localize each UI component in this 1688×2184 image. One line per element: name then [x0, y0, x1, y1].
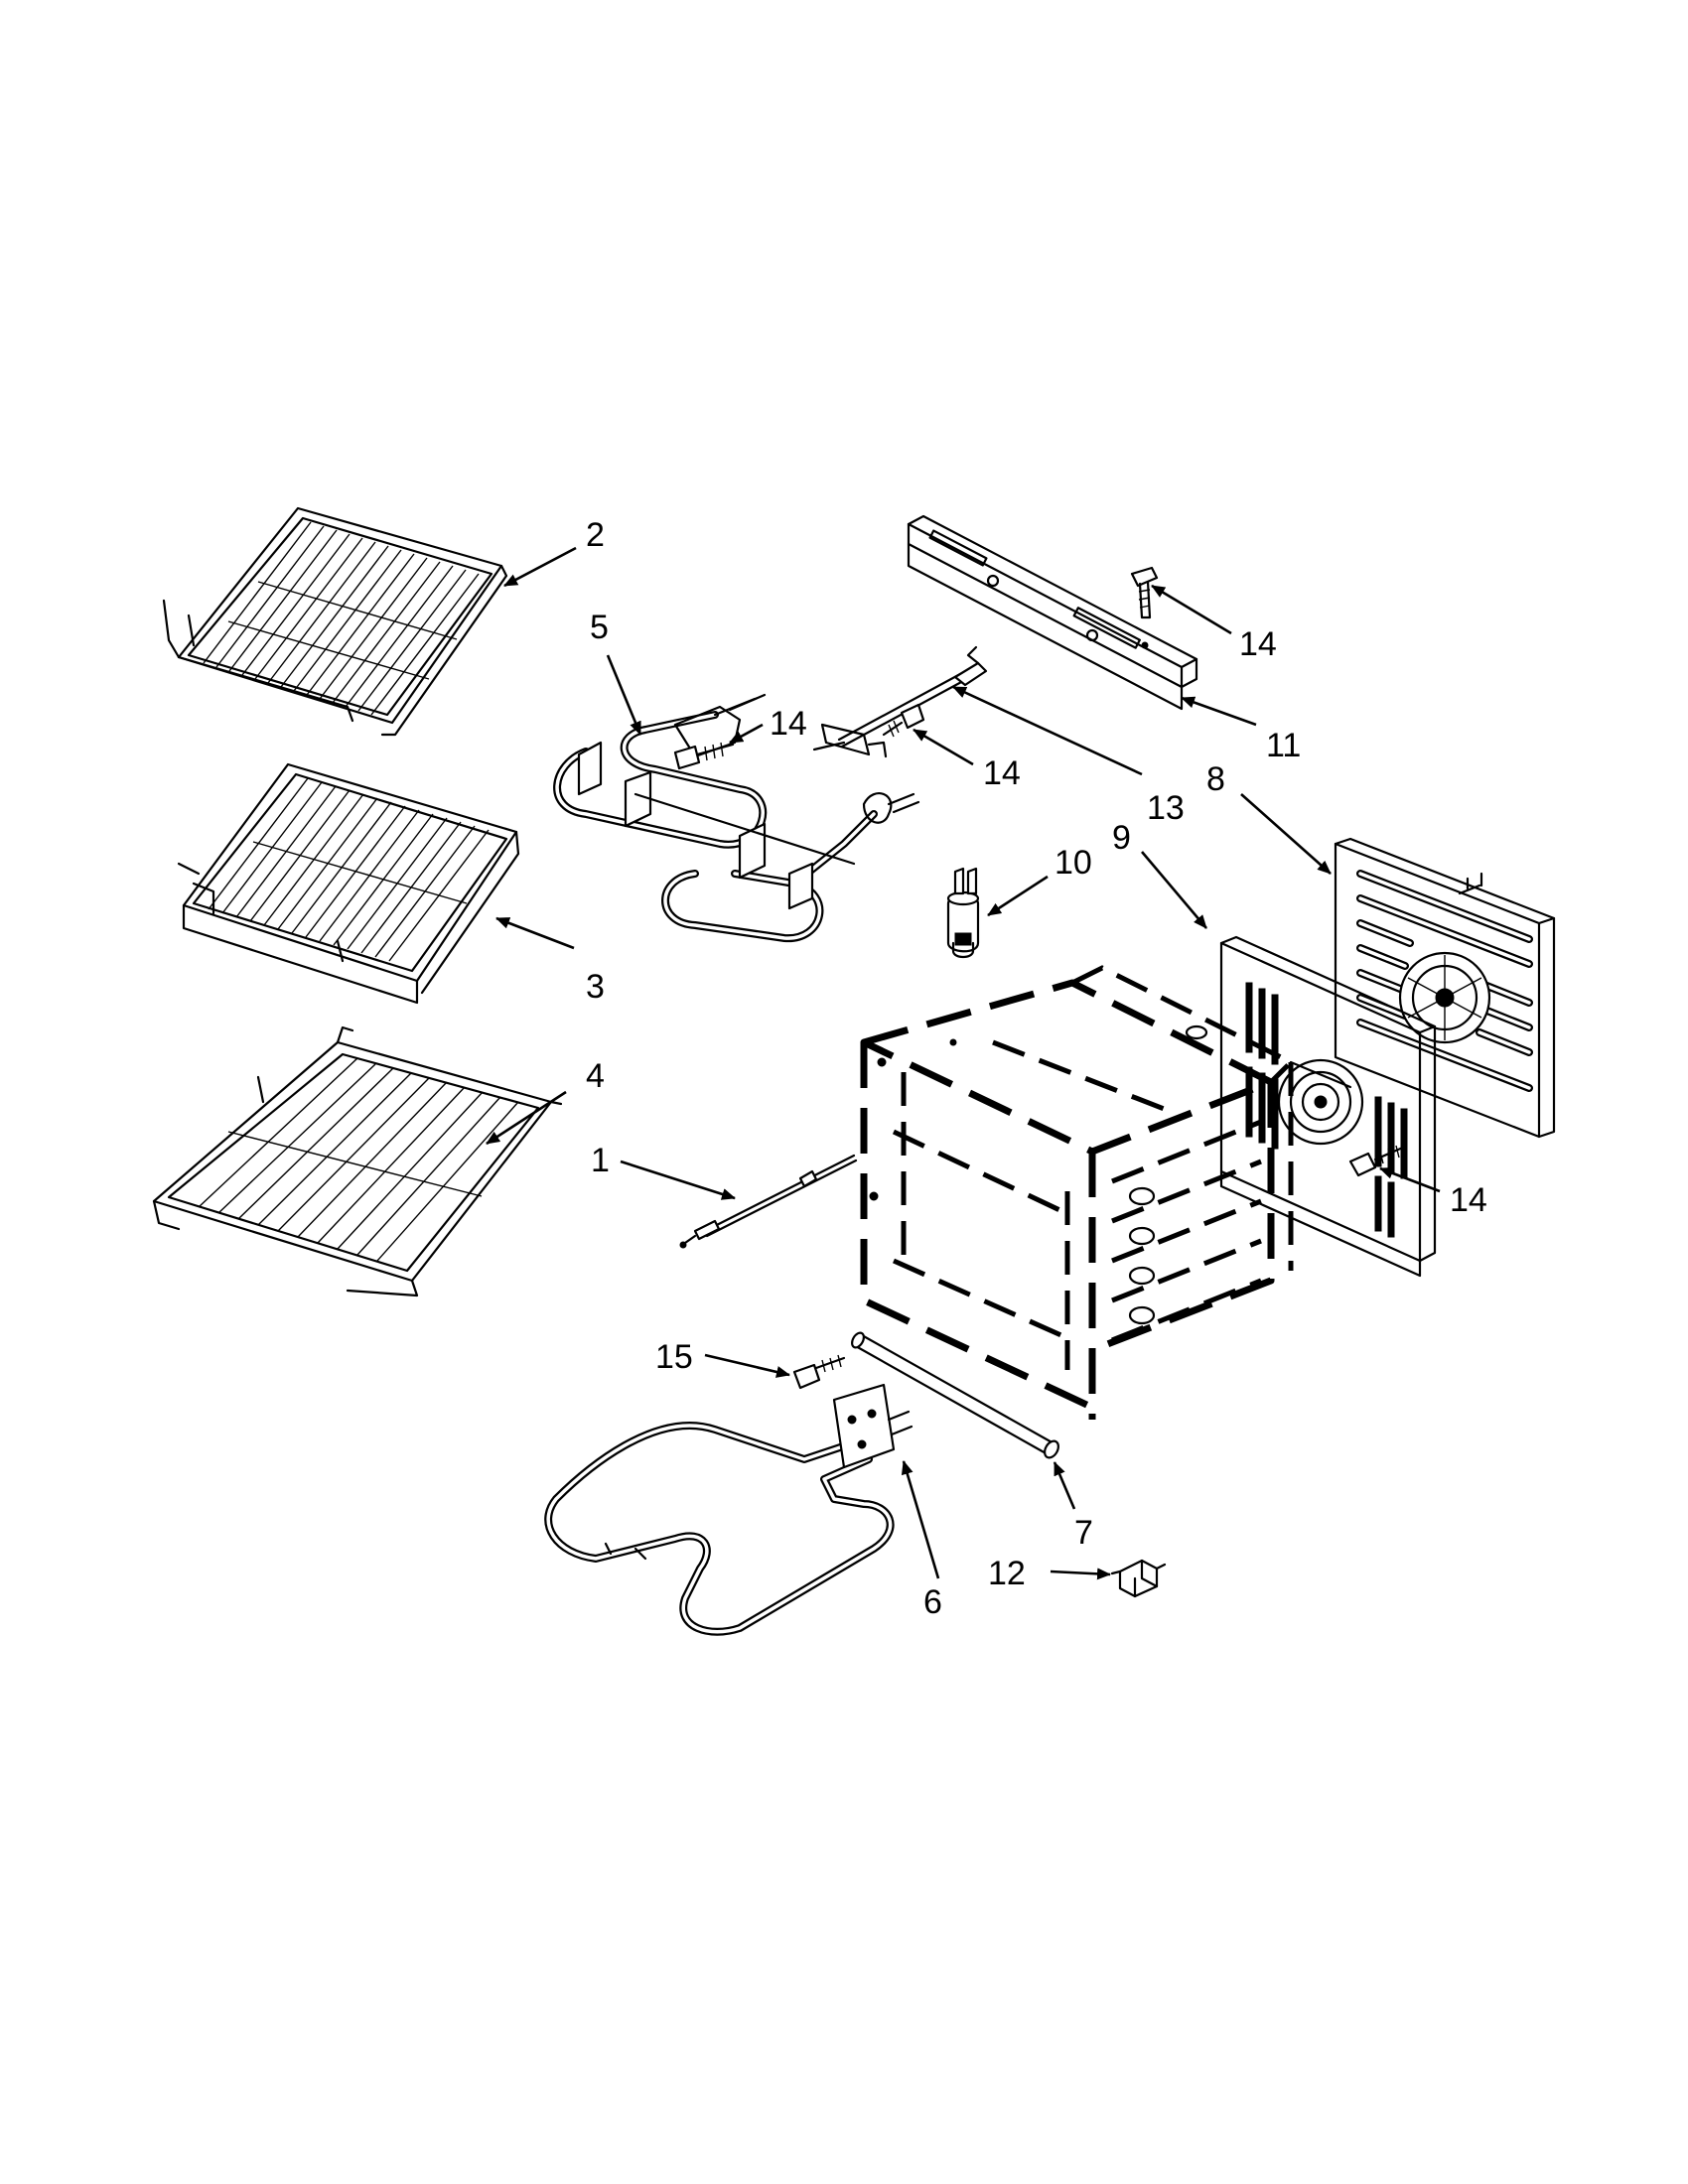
oven-cavity — [860, 965, 1296, 1420]
bake-element-part-6[interactable] — [544, 1383, 914, 1636]
callout-4: 4 — [586, 1057, 605, 1095]
callout-15: 15 — [655, 1338, 693, 1376]
callout-14-top: 14 — [1239, 625, 1277, 663]
callout-5: 5 — [590, 609, 609, 646]
callout-12: 12 — [988, 1555, 1026, 1592]
screw-part-15[interactable] — [792, 1354, 846, 1390]
callout-14-lower: 14 — [1450, 1181, 1487, 1219]
callout-14-broil: 14 — [770, 705, 807, 743]
oven-sensor-part-1[interactable] — [679, 1154, 858, 1249]
callout-11: 11 — [1266, 727, 1301, 764]
screw-part-14-sensor[interactable] — [882, 703, 925, 738]
screw-part-14-broil[interactable] — [673, 742, 735, 770]
callout-7: 7 — [1074, 1514, 1093, 1552]
bracket-part-11[interactable] — [907, 514, 1198, 711]
callout-6: 6 — [923, 1583, 942, 1621]
broil-element-part-5[interactable] — [553, 693, 920, 943]
screw-part-14-lower[interactable] — [1348, 1145, 1407, 1177]
thermal-fuse-part-10[interactable] — [946, 867, 980, 959]
oven-rack-part-4[interactable] — [152, 1025, 563, 1297]
callout-1: 1 — [591, 1142, 610, 1179]
callout-2: 2 — [586, 516, 605, 554]
callout-10: 10 — [1055, 844, 1092, 882]
leader-lines — [486, 546, 1441, 1580]
convection-fan-part-8[interactable] — [1334, 837, 1556, 1139]
callout-8: 8 — [1206, 760, 1225, 798]
clip-part-12[interactable] — [1110, 1559, 1167, 1598]
oven-rack-part-2[interactable] — [162, 506, 508, 737]
callout-labels: 2 3 4 1 5 14 14 14 11 13 8 9 10 14 15 7 … — [586, 516, 1487, 1621]
oven-rack-part-3[interactable] — [177, 762, 520, 1005]
sensor-part-13[interactable] — [812, 645, 988, 758]
callout-13: 13 — [1147, 789, 1185, 827]
callout-14-sensor: 14 — [983, 754, 1021, 792]
callout-9: 9 — [1112, 819, 1131, 857]
callout-3: 3 — [586, 968, 605, 1006]
screw-part-14-top[interactable] — [1130, 566, 1159, 649]
tube-part-7[interactable] — [850, 1331, 1061, 1460]
